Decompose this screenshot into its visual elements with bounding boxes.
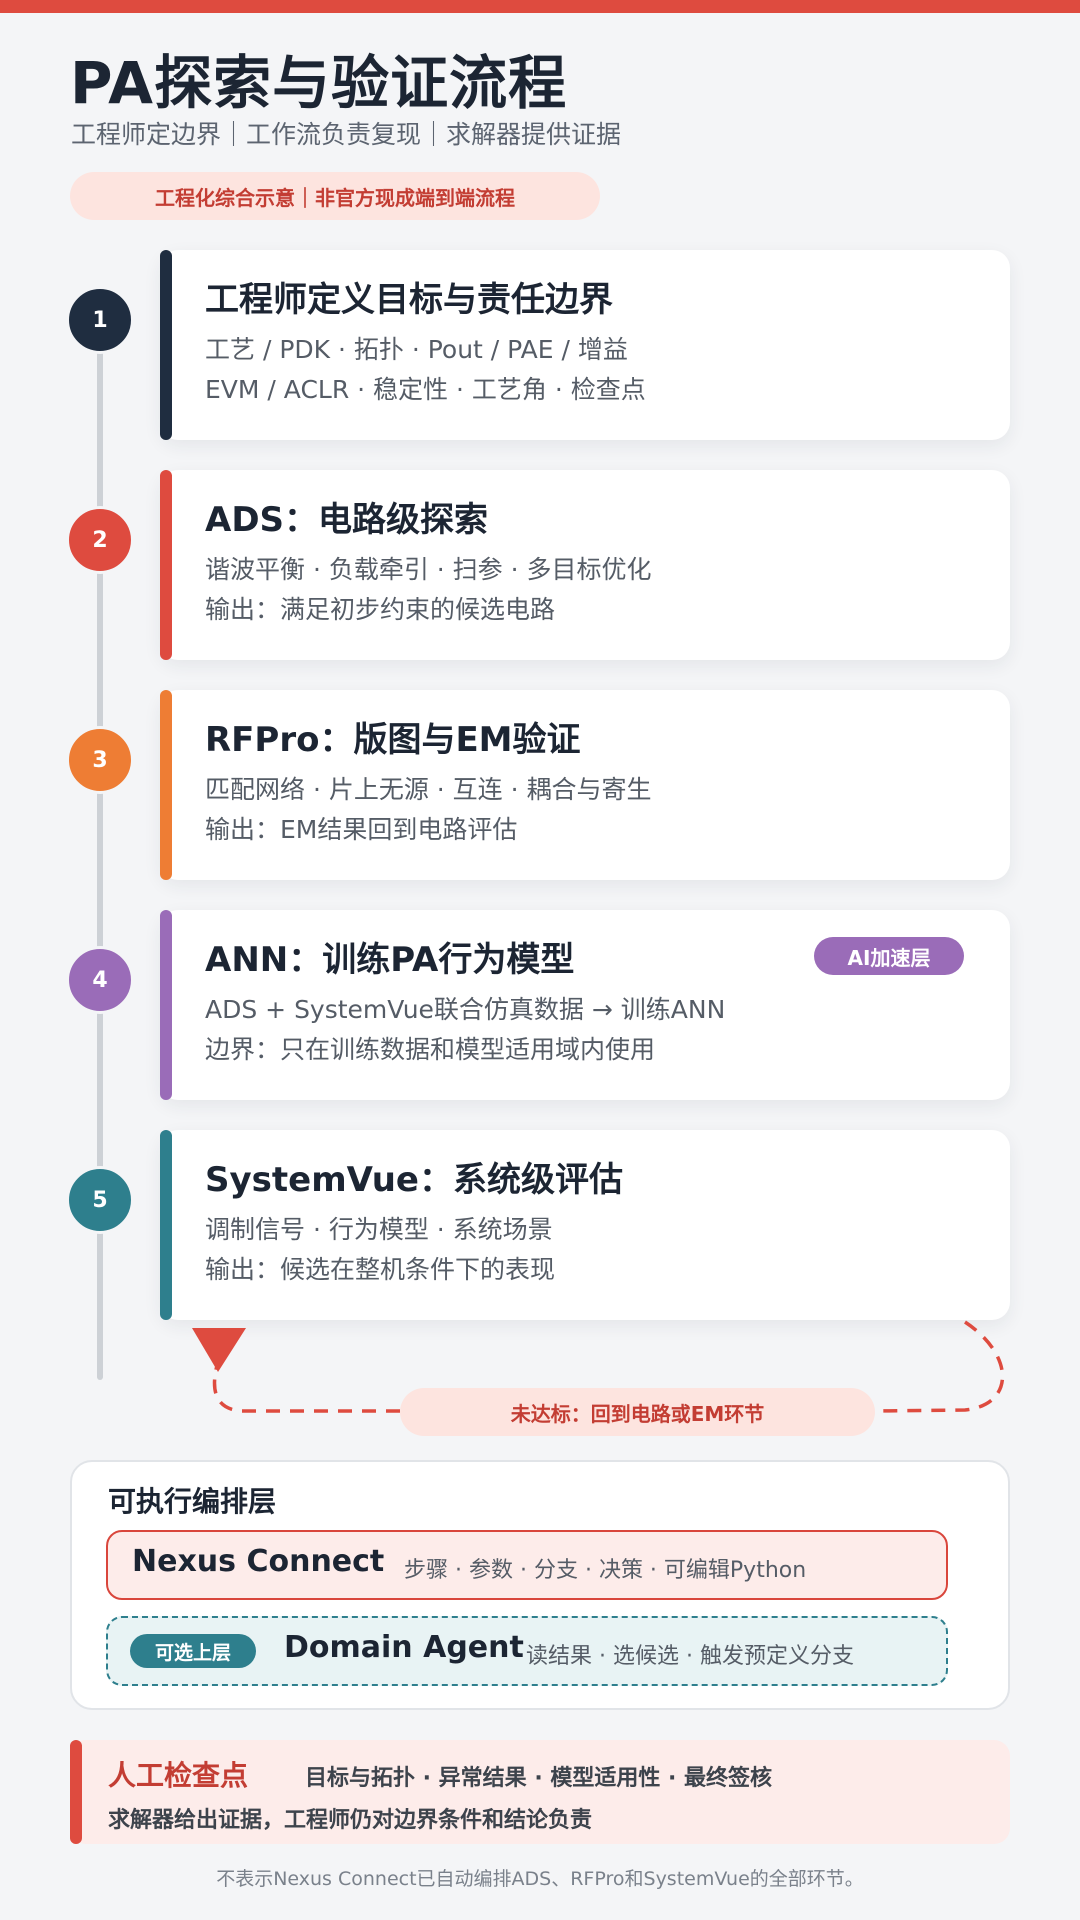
domain-agent-row: 可选上层 Domain Agent 读结果 · 选候选 · 触发预定义分支 (106, 1616, 948, 1686)
footnote: 不表示Nexus Connect已自动编排ADS、RFPro和SystemVue… (216, 1868, 864, 1890)
nexus-connect-row: Nexus Connect 步骤 · 参数 · 分支 · 决策 · 可编辑Pyt… (106, 1530, 948, 1600)
step-2-circle: 2 (66, 506, 134, 574)
step-3-accent (160, 690, 172, 880)
nexus-connect-name: Nexus Connect (132, 1544, 385, 1579)
step-1-title: 工程师定义目标与责任边界 (205, 280, 613, 320)
step-2-detail: 谐波平衡 · 负载牵引 · 扫参 · 多目标优化 (205, 555, 652, 584)
step-3-circle: 3 (66, 726, 134, 794)
human-checkpoint-panel: 人工检查点 目标与拓扑 · 异常结果 · 模型适用性 · 最终签核 求解器给出证… (70, 1740, 1010, 1844)
step-5-detail: 调制信号 · 行为模型 · 系统场景 (205, 1215, 553, 1244)
step-5-circle: 5 (66, 1166, 134, 1234)
nexus-connect-desc: 步骤 · 参数 · 分支 · 决策 · 可编辑Python (404, 1558, 807, 1583)
human-checkpoint-items: 目标与拓扑 · 异常结果 · 模型适用性 · 最终签核 (305, 1766, 773, 1791)
step-5-accent (160, 1130, 172, 1320)
step-4-accent (160, 910, 172, 1100)
step-3-output: 输出：EM结果回到电路评估 (205, 815, 518, 844)
feedback-arrow-icon (192, 1328, 246, 1372)
human-checkpoint-title: 人工检查点 (108, 1759, 249, 1792)
step-3-title: RFPro：版图与EM验证 (205, 720, 581, 760)
domain-agent-name: Domain Agent (284, 1630, 524, 1665)
step-1-detail: 工艺 / PDK · 拓扑 · Pout / PAE / 增益 (205, 335, 628, 364)
step-1-accent (160, 250, 172, 440)
step-5-output: 输出：候选在整机条件下的表现 (205, 1255, 556, 1284)
step-5-card: SystemVue：系统级评估 调制信号 · 行为模型 · 系统场景 输出：候选… (160, 1130, 1010, 1320)
feedback-loop-label: 未达标：回到电路或EM环节 (400, 1388, 875, 1436)
step-4-circle: 4 (66, 946, 134, 1014)
step-2-title: ADS：电路级探索 (205, 500, 489, 540)
step-4-boundary: 边界：只在训练数据和模型适用域内使用 (205, 1035, 656, 1064)
step-3-detail: 匹配网络 · 片上无源 · 互连 · 耦合与寄生 (205, 775, 652, 804)
step-2-accent (160, 470, 172, 660)
step-3-card: RFPro：版图与EM验证 匹配网络 · 片上无源 · 互连 · 耦合与寄生 输… (160, 690, 1010, 880)
top-accent-bar (0, 0, 1080, 13)
domain-agent-desc: 读结果 · 选候选 · 触发预定义分支 (526, 1644, 854, 1669)
step-1-detail-2: EVM / ACLR · 稳定性 · 工艺角 · 检查点 (205, 375, 646, 404)
step-2-output: 输出：满足初步约束的候选电路 (205, 595, 556, 624)
disclaimer-tag: 工程化综合示意｜非官方现成端到端流程 (70, 172, 600, 220)
step-4-card: ANN：训练PA行为模型 AI加速层 ADS + SystemVue联合仿真数据… (160, 910, 1010, 1100)
page-title: PA探索与验证流程 (70, 49, 568, 117)
step-1-circle: 1 (66, 286, 134, 354)
orchestration-panel: 可执行编排层 Nexus Connect 步骤 · 参数 · 分支 · 决策 ·… (70, 1460, 1010, 1710)
step-4-detail: ADS + SystemVue联合仿真数据 → 训练ANN (205, 995, 726, 1024)
human-checkpoint-accent (70, 1740, 82, 1844)
step-1-card: 工程师定义目标与责任边界 工艺 / PDK · 拓扑 · Pout / PAE … (160, 250, 1010, 440)
orchestration-title: 可执行编排层 (108, 1485, 277, 1518)
human-checkpoint-note: 求解器给出证据，工程师仍对边界条件和结论负责 (108, 1808, 593, 1833)
timeline-line (97, 320, 103, 1380)
optional-layer-badge: 可选上层 (130, 1634, 256, 1668)
step-2-card: ADS：电路级探索 谐波平衡 · 负载牵引 · 扫参 · 多目标优化 输出：满足… (160, 470, 1010, 660)
page-subtitle: 工程师定边界｜工作流负责复现｜求解器提供证据 (71, 120, 622, 149)
ai-layer-badge: AI加速层 (814, 937, 964, 975)
step-4-title: ANN：训练PA行为模型 (205, 940, 575, 980)
step-5-title: SystemVue：系统级评估 (205, 1160, 623, 1200)
